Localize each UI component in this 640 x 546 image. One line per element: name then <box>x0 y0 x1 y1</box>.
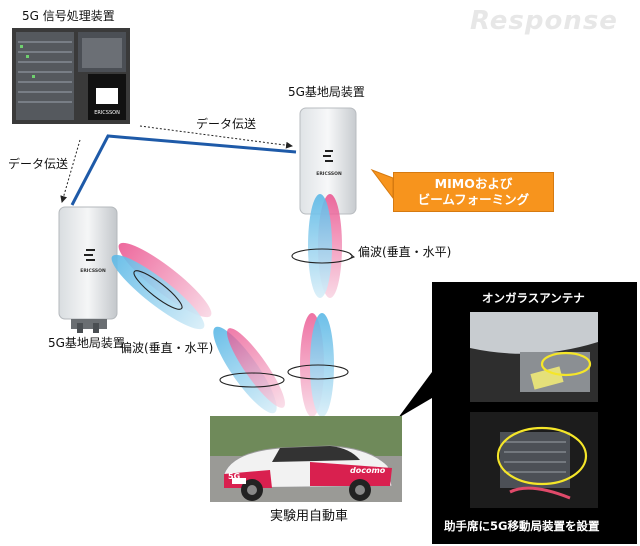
data-transfer-label-left: データ伝送 <box>8 157 69 171</box>
equipment-detail-panel: オンガラスアンテナ 助手席に5G移動局装置を設置 <box>432 282 637 544</box>
car-docomo-logo: docomo <box>350 466 386 475</box>
car-5g-logo: 5G <box>228 472 241 481</box>
polarization-ring-car-right <box>287 364 349 380</box>
test-car-photo <box>210 416 402 502</box>
panel-callout-pointer <box>398 372 432 418</box>
beam-left-pink <box>118 242 212 318</box>
watermark-logo: Response <box>470 6 618 36</box>
data-transfer-label-top: データ伝送 <box>196 117 257 131</box>
fiber-link-line <box>70 134 297 206</box>
passenger-seat-caption: 助手席に5G移動局装置を設置 <box>444 519 600 533</box>
polarization-label-left: 偏波(垂直・水平) <box>120 341 214 355</box>
on-glass-antenna-title: オンガラスアンテナ <box>482 291 585 305</box>
mimo-line-1: MIMOおよび <box>434 176 513 191</box>
car-beam-left-pink <box>227 328 285 408</box>
on-glass-antenna-photo <box>470 312 598 402</box>
polarization-ring-left <box>133 270 183 310</box>
test-car-label: 実験用自動車 <box>270 509 349 524</box>
base-station-right-logo: ERICSSON <box>316 172 342 177</box>
signal-processor-photo: ERICSSON <box>12 28 130 124</box>
polarization-ring-car-left <box>219 372 285 388</box>
data-transfer-arrow-top <box>139 125 293 149</box>
signal-processor-label: 5G 信号処理装置 <box>22 9 115 23</box>
beam-left-blue <box>111 254 205 330</box>
base-station-right-label: 5G基地局装置 <box>288 85 365 99</box>
mimo-beamforming-callout: MIMOおよび ビームフォーミング <box>393 172 554 212</box>
mimo-line-2: ビームフォーミング <box>417 192 530 207</box>
base-station-left-logo: ERICSSON <box>80 269 106 274</box>
svg-text:ERICSSON: ERICSSON <box>94 110 120 116</box>
base-station-left-label: 5G基地局装置 <box>48 336 125 350</box>
mimo-callout-pointer <box>370 168 394 200</box>
beam-right-blue <box>308 194 332 298</box>
mobile-station-photo <box>470 412 598 508</box>
data-transfer-arrow-left <box>60 139 81 203</box>
polarization-label-right: 偏波(垂直・水平) <box>358 245 452 259</box>
